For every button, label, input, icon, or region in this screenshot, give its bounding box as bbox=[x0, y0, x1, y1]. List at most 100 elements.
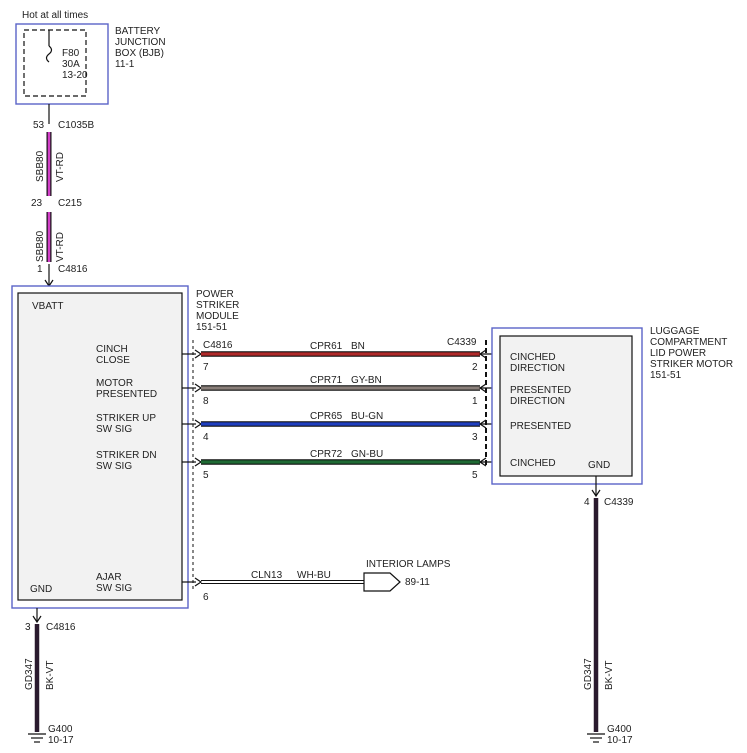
motor-pin-1-line1: CINCHED bbox=[510, 352, 556, 363]
feed-wire-1-circuit: SBB80 bbox=[35, 150, 46, 182]
motor-name-4: STRIKER MOTOR bbox=[650, 359, 733, 370]
signal-wire-1: CPR61 BN 7 2 bbox=[182, 341, 500, 373]
psm-ref: 151-51 bbox=[196, 322, 228, 333]
module-pin-number: 7 bbox=[203, 362, 209, 373]
power-striker-module: VBATT GND CINCH CLOSE MOTOR PRESENTED ST… bbox=[11, 285, 239, 609]
psm-pin-2-line1: MOTOR bbox=[96, 378, 133, 389]
ajar-pin-number: 6 bbox=[203, 592, 209, 603]
wire-color-label: GY-BN bbox=[351, 375, 382, 386]
psm-vbatt: VBATT bbox=[32, 301, 63, 312]
motor-pin-number: 2 bbox=[472, 362, 478, 373]
interior-lamps-ref: 89-11 bbox=[405, 577, 430, 588]
wire-circuit-label: CPR72 bbox=[310, 449, 343, 460]
ajar-wire-color: WH-BU bbox=[297, 570, 331, 581]
signal-wire-3: CPR65 BU-GN 4 3 bbox=[182, 411, 500, 443]
psm-body bbox=[17, 292, 183, 601]
motor-body bbox=[499, 335, 633, 477]
ajar-wire: CLN13 WH-BU 6 INTERIOR LAMPS 89-11 bbox=[182, 559, 451, 603]
interior-lamps-connector-icon bbox=[363, 572, 401, 592]
psm-pin-5-line2: SW SIG bbox=[96, 583, 132, 594]
motor-pin-number: 1 bbox=[472, 396, 478, 407]
bjb-top-note: Hot at all times bbox=[22, 10, 88, 21]
wire-circuit-label: CPR65 bbox=[310, 411, 343, 422]
c215-pin: 23 bbox=[31, 198, 43, 209]
c4339-left-name: C4339 bbox=[447, 337, 477, 348]
c4816-bottom-pin: 3 bbox=[25, 622, 31, 633]
psm-pin-3-line2: SW SIG bbox=[96, 424, 132, 435]
motor-name-1: LUGGAGE bbox=[650, 326, 700, 337]
wire-color-label: BN bbox=[351, 341, 365, 352]
c4339-bottom-pin: 4 bbox=[584, 497, 590, 508]
fuse-amps: 30A bbox=[62, 59, 80, 70]
c215-name: C215 bbox=[58, 198, 82, 209]
psm-pin-2-line2: PRESENTED bbox=[96, 389, 157, 400]
psm-gnd: GND bbox=[30, 584, 52, 595]
fuse-ref: 13-20 bbox=[62, 70, 88, 81]
psm-pin-4-line1: STRIKER DN bbox=[96, 450, 157, 461]
ground-right-id: G400 bbox=[607, 724, 632, 735]
module-pin-number: 5 bbox=[203, 470, 209, 481]
bjb-outline bbox=[15, 23, 109, 105]
psm-pin-1-line1: CINCH bbox=[96, 344, 128, 355]
motor-pin-number: 3 bbox=[472, 432, 478, 443]
motor-name-3: LID POWER bbox=[650, 348, 706, 359]
c4816-top-pin: 1 bbox=[37, 264, 43, 275]
ground-left-ref: 10-17 bbox=[48, 735, 74, 746]
feed-wire-2: 23 C215 SBB80 VT-RD 1 C4816 bbox=[31, 198, 88, 288]
signal-wire-2: CPR71 GY-BN 8 1 bbox=[182, 375, 500, 407]
module-pin-number: 8 bbox=[203, 396, 209, 407]
c4816-right-name: C4816 bbox=[203, 340, 233, 351]
wire-circuit-label: CPR61 bbox=[310, 341, 343, 352]
motor-gnd: GND bbox=[588, 460, 610, 471]
ground-wire-left: 3 C4816 GD347 BK-VT G400 10-17 bbox=[24, 608, 76, 746]
feed-wire-1-color-label: VT-RD bbox=[55, 152, 66, 182]
wire-color-label: BU-GN bbox=[351, 411, 383, 422]
c1035b-pin: 53 bbox=[33, 120, 45, 131]
motor-pin-2-line2: DIRECTION bbox=[510, 396, 565, 407]
feed-wire-2-circuit: SBB80 bbox=[35, 230, 46, 262]
motor-pin-1-line2: DIRECTION bbox=[510, 363, 565, 374]
ground-left-id: G400 bbox=[48, 724, 73, 735]
bjb-name-1: BATTERY bbox=[115, 26, 161, 37]
ajar-wire-circuit: CLN13 bbox=[251, 570, 283, 581]
wire-color-label: GN-BU bbox=[351, 449, 383, 460]
c4339-bottom-name: C4339 bbox=[604, 497, 634, 508]
bjb-name-3: BOX (BJB) bbox=[115, 48, 164, 59]
motor-ref: 151-51 bbox=[650, 370, 682, 381]
motor-pin-3-line1: PRESENTED bbox=[510, 421, 571, 432]
motor-name-2: COMPARTMENT bbox=[650, 337, 727, 348]
c4816-bottom-name: C4816 bbox=[46, 622, 76, 633]
bjb-name-2: JUNCTION bbox=[115, 37, 166, 48]
fuse-icon bbox=[45, 45, 53, 63]
wire-circuit-label: CPR71 bbox=[310, 375, 343, 386]
psm-pin-1-line2: CLOSE bbox=[96, 355, 130, 366]
fuse-id: F80 bbox=[62, 48, 80, 59]
ground-wire-left-circuit: GD347 bbox=[24, 658, 35, 690]
psm-name-1: POWER bbox=[196, 289, 234, 300]
ground-wire-right: 4 C4339 GD347 BK-VT G400 10-17 bbox=[583, 476, 634, 746]
ajar-pin-arrow-icon bbox=[194, 577, 203, 587]
psm-pin-3-line1: STRIKER UP bbox=[96, 413, 156, 424]
motor-pin-number: 5 bbox=[472, 470, 478, 481]
module-pin-number: 4 bbox=[203, 432, 209, 443]
motor-pin-4-line1: CINCHED bbox=[510, 458, 556, 469]
c4339-bottom-arrow-icon bbox=[591, 489, 601, 498]
interior-lamps-label: INTERIOR LAMPS bbox=[366, 559, 451, 570]
ground-symbol-icon bbox=[28, 733, 46, 743]
feed-wire-2-color-label: VT-RD bbox=[55, 232, 66, 262]
ground-wire-right-circuit: GD347 bbox=[583, 658, 594, 690]
striker-motor: CINCHED DIRECTION PRESENTED DIRECTION PR… bbox=[491, 326, 733, 485]
ground-symbol-icon bbox=[587, 733, 605, 743]
feed-wire-1: 53 C1035B SBB80 VT-RD bbox=[33, 104, 94, 196]
c4816-top-name: C4816 bbox=[58, 264, 88, 275]
ground-wire-right-color-label: BK-VT bbox=[604, 661, 615, 690]
psm-pin-5-line1: AJAR bbox=[96, 572, 122, 583]
ground-right-ref: 10-17 bbox=[607, 735, 633, 746]
psm-name-2: STRIKER bbox=[196, 300, 239, 311]
c1035b-name: C1035B bbox=[58, 120, 94, 131]
motor-pin-2-line1: PRESENTED bbox=[510, 385, 571, 396]
bjb-ref: 11-1 bbox=[115, 59, 135, 70]
ground-wire-left-color-label: BK-VT bbox=[45, 661, 56, 690]
